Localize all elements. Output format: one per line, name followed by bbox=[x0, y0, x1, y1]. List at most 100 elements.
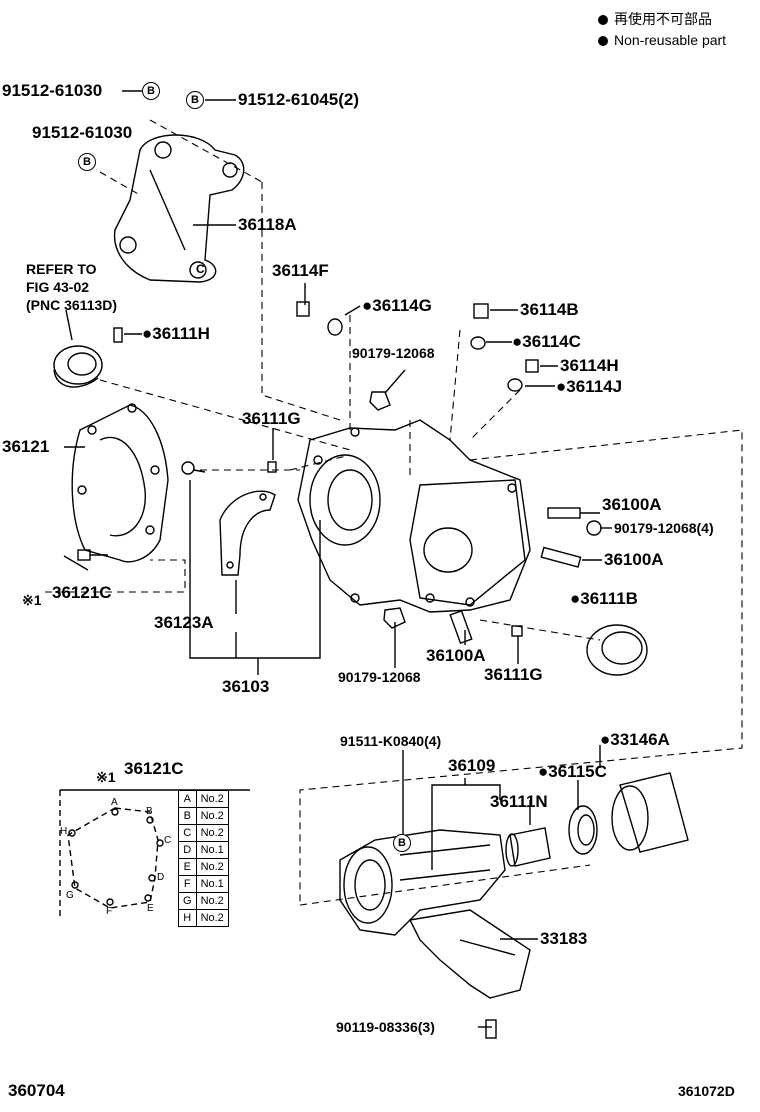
table-cell: E bbox=[178, 858, 197, 876]
plug-36114b bbox=[473, 303, 489, 319]
gasket-36123a bbox=[219, 490, 276, 576]
case-hole bbox=[465, 597, 475, 607]
table-cell: No.2 bbox=[195, 807, 229, 825]
inset-reference-mark: ※1 bbox=[96, 769, 116, 785]
oil-seal-inner bbox=[67, 352, 97, 376]
case-hole bbox=[507, 483, 517, 493]
bracket-hole bbox=[189, 261, 207, 279]
dowel-pin-36111g bbox=[511, 625, 523, 637]
circle-b-marker: B bbox=[186, 91, 204, 109]
part-label-36111n: 36111N bbox=[490, 792, 548, 811]
part-label-36114c: ●36114C bbox=[512, 332, 581, 351]
table-cell: No.2 bbox=[195, 824, 229, 842]
bullet-icon bbox=[598, 15, 608, 25]
bracket-33183 bbox=[408, 909, 531, 999]
bracket-letter: C bbox=[196, 262, 205, 276]
part-label-90179-12068-4: 90179-12068(4) bbox=[614, 520, 714, 536]
part-label-36100a: 36100A bbox=[426, 646, 486, 665]
legend-text: Non-reusable part bbox=[614, 32, 727, 48]
table-cell: B bbox=[178, 807, 197, 825]
table-cell: No.1 bbox=[195, 841, 229, 859]
legend-item-japanese: 再使用不可部品 bbox=[598, 10, 712, 28]
part-label-36103: 36103 bbox=[222, 677, 270, 696]
alignment-line bbox=[289, 454, 351, 471]
inset-pin-a: A bbox=[111, 797, 118, 808]
part-label-91512-61045: 91512-61045(2) bbox=[238, 90, 359, 109]
case-bore-front bbox=[309, 454, 381, 546]
part-label-91512-61030: 91512-61030 bbox=[2, 81, 103, 100]
bracket-hole bbox=[119, 236, 137, 254]
part-label-36111g: 36111G bbox=[242, 409, 301, 428]
gasket-36114c bbox=[470, 336, 486, 350]
refer-text: (PNC 36113D) bbox=[26, 297, 118, 313]
circle-b-marker: B bbox=[78, 153, 96, 171]
bullet-icon bbox=[598, 36, 608, 46]
seal-inner bbox=[577, 814, 595, 846]
leader-line bbox=[344, 305, 361, 316]
table-cell: G bbox=[178, 892, 197, 910]
alignment-line bbox=[469, 389, 521, 441]
table-cell: No.2 bbox=[195, 892, 229, 910]
inset-pin-g: G bbox=[66, 890, 74, 901]
table-cell: No.1 bbox=[195, 875, 229, 893]
part-label-90119-08336: 90119-08336(3) bbox=[336, 1019, 435, 1035]
legend-item-english: Non-reusable part bbox=[598, 31, 726, 49]
stud-36100a bbox=[449, 609, 473, 645]
dust-deflector-33146a bbox=[619, 772, 689, 853]
part-label-36115c: ●36115C bbox=[538, 762, 607, 781]
inset-pin-e: E bbox=[147, 903, 154, 914]
gasket-36114g bbox=[327, 318, 343, 336]
cover-bolt-hole bbox=[87, 425, 97, 435]
gasket-hole bbox=[226, 561, 234, 569]
alignment-line bbox=[99, 171, 141, 196]
stud-36100a bbox=[540, 546, 582, 568]
oil-seal bbox=[53, 345, 103, 385]
inset-bolt-hole bbox=[106, 898, 114, 906]
part-label-36118a: 36118A bbox=[238, 215, 297, 234]
oil-seal-inner bbox=[601, 631, 643, 665]
housing-bore bbox=[354, 859, 386, 911]
case-hole bbox=[350, 427, 360, 437]
alignment-line bbox=[261, 182, 341, 421]
part-label-91511-k0840: 91511-K0840(4) bbox=[340, 733, 442, 749]
alignment-line bbox=[149, 119, 263, 183]
housing-rib bbox=[399, 844, 491, 856]
inset-cover-outline bbox=[67, 807, 159, 909]
part-label-36111g: 36111G bbox=[484, 665, 543, 684]
part-label-36114g: ●36114G bbox=[362, 296, 432, 315]
part-label-36114h: 36114H bbox=[560, 356, 619, 375]
table-cell: H bbox=[178, 909, 197, 927]
inset-bolt-hole bbox=[144, 894, 152, 902]
transfer-case-36103 bbox=[297, 419, 531, 613]
refer-text: REFER TO bbox=[26, 261, 97, 277]
circle-b-marker: B bbox=[393, 834, 411, 852]
alignment-line bbox=[299, 429, 743, 905]
plug-thread bbox=[193, 469, 206, 473]
table-cell: C bbox=[178, 824, 197, 842]
cover-bolt-hole bbox=[145, 525, 155, 535]
table-cell: No.2 bbox=[195, 790, 229, 808]
reference-mark: ※1 bbox=[22, 592, 42, 608]
part-label-36121: 36121 bbox=[2, 437, 50, 456]
inset-bolt-hole bbox=[148, 874, 156, 882]
case-hole bbox=[350, 593, 360, 603]
bracket-edge bbox=[459, 939, 516, 956]
plug-36114f bbox=[296, 301, 310, 317]
legend-text: 再使用不可部品 bbox=[614, 11, 712, 27]
part-label-33183: 33183 bbox=[540, 929, 588, 948]
cover-inner bbox=[99, 436, 146, 537]
alignment-line bbox=[99, 379, 351, 451]
part-label-90179-12068: 90179-12068 bbox=[352, 345, 435, 361]
bracket-hole bbox=[222, 162, 238, 178]
alignment-line bbox=[479, 619, 601, 641]
housing-rib bbox=[399, 869, 491, 881]
part-label-36121c: 36121C bbox=[52, 583, 112, 602]
